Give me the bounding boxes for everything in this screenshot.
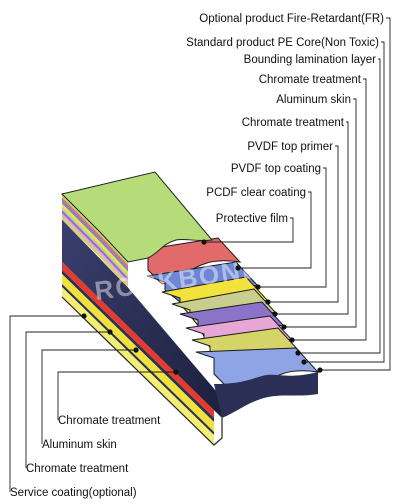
layer-bottom-dark2 <box>62 284 214 435</box>
label-bottom-chromate-1: Chromate treatment <box>58 415 161 427</box>
leader-bottom-chromate-1 <box>57 371 176 420</box>
leader-clear <box>238 191 312 269</box>
label-aluminum-skin: Aluminum skin <box>276 94 351 106</box>
leader-pe-core <box>304 41 385 363</box>
leader-dot-bottom-chromate-1 <box>173 369 179 375</box>
leader-dot-chromate-1 <box>289 337 295 343</box>
base-outline <box>61 296 223 446</box>
leader-pvdf-coating <box>258 167 327 288</box>
leader-dot-pe-core <box>301 359 307 365</box>
label-chromate-1: Chromate treatment <box>259 74 362 86</box>
leader-film <box>204 217 294 243</box>
leader-dot-aluminum <box>281 324 287 330</box>
layer-edge-primer-edge <box>62 203 128 275</box>
core-front <box>214 372 318 418</box>
core-side-face <box>62 219 222 418</box>
layer-bottom-chromate <box>62 262 214 418</box>
layer-edge-coating-edge <box>62 200 128 272</box>
label-protective-film: Protective film <box>216 213 288 225</box>
leader-chromate-2 <box>275 121 349 315</box>
layer-edge-clear-edge <box>62 197 128 269</box>
leader-service <box>9 315 84 492</box>
leader-dot-chromate-2 <box>272 311 278 317</box>
label-chromate-2: Chromate treatment <box>242 117 345 129</box>
layer-edge-film-edge <box>62 194 128 266</box>
label-pvdf-primer: PVDF top primer <box>247 141 333 153</box>
layer-steps <box>129 237 320 418</box>
label-pvdf-coating: PVDF top coating <box>231 163 321 175</box>
layer-edge-chromate-edge <box>62 206 128 278</box>
layer-edge-skin-edge <box>62 210 128 282</box>
leader-dot-fire-retardant <box>317 367 323 373</box>
layer-edge-bond-edge <box>62 216 128 288</box>
layer-bottom-aluminum <box>62 274 214 432</box>
label-service-coating: Service coating(optional) <box>10 487 137 499</box>
leader-dot-pvdf-coating <box>255 284 261 290</box>
leader-dot-bottom-chromate-2 <box>107 329 113 335</box>
layer-bottom-service <box>62 287 214 445</box>
leader-dot-bottom-aluminum <box>133 347 139 353</box>
leader-bonding <box>298 58 381 354</box>
leader-chromate-1 <box>292 78 367 341</box>
leader-aluminum <box>284 98 357 328</box>
label-bottom-chromate-2: Chromate treatment <box>26 463 129 475</box>
label-bonding-layer: Bounding lamination layer <box>244 54 377 66</box>
leader-fire-retardant <box>320 17 391 371</box>
callout-leaders <box>9 17 391 492</box>
leader-dot-primer <box>265 299 271 305</box>
layer-side-faces <box>61 194 223 446</box>
layer-bottom-dark <box>62 270 214 422</box>
leader-bottom-chromate-2 <box>25 331 110 468</box>
leader-dot-service <box>81 313 87 319</box>
leader-primer <box>268 145 339 303</box>
label-clear-coating: PCDF clear coating <box>206 187 306 199</box>
leader-dot-clear <box>235 265 241 271</box>
leader-dot-film <box>201 239 207 245</box>
label-bottom-aluminum: Aluminum skin <box>42 439 117 451</box>
label-pe-core: Standard product PE Core(Non Toxic) <box>186 37 379 49</box>
leader-dot-bonding <box>295 350 301 356</box>
layer-edge-chromate2-edge <box>62 213 128 285</box>
leader-bottom-aluminum <box>41 349 136 444</box>
label-fire-retardant: Optional product Fire-Retardant(FR) <box>199 13 384 25</box>
callout-labels: Optional product Fire-Retardant(FR) Stan… <box>10 13 384 499</box>
